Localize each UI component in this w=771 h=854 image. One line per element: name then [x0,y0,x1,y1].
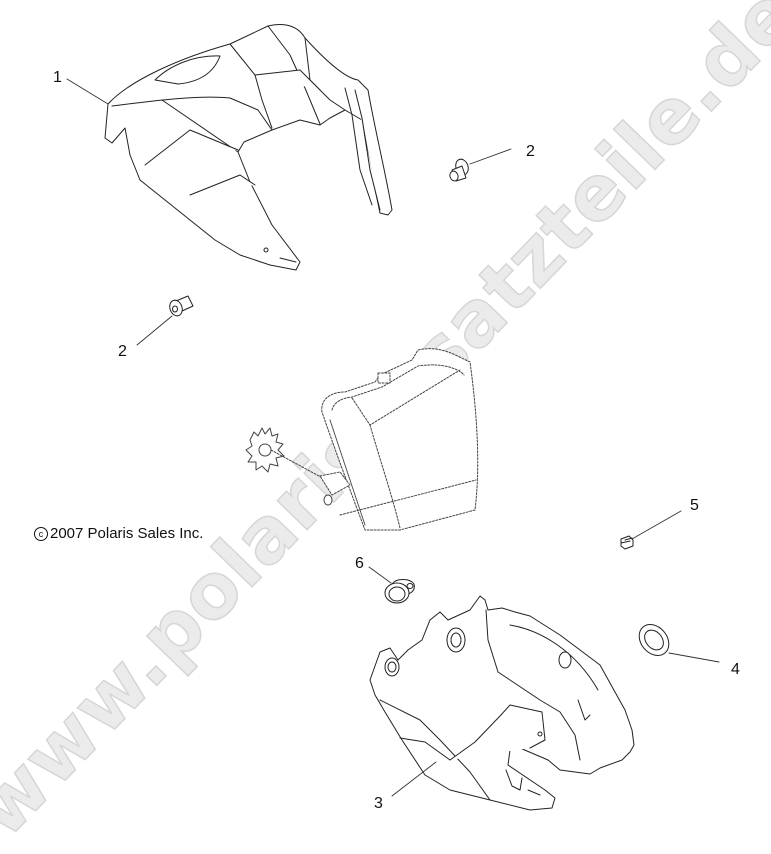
headlight-adjuster-gear [245,427,351,506]
leader-6 [368,566,392,584]
headlight-assembly [321,348,479,531]
part-6-plug-grommet[interactable] [384,579,415,604]
callout-label-2-lower[interactable]: 2 [118,343,127,360]
leader-4 [668,652,720,663]
callout-label-3[interactable]: 3 [374,795,383,812]
leader-2a [469,148,512,165]
callout-label-1[interactable]: 1 [53,69,62,86]
callout-label-6[interactable]: 6 [355,555,364,572]
part-5-clip-nut[interactable] [620,535,634,550]
part-4-grommet-ring[interactable] [633,619,675,662]
callout-label-4[interactable]: 4 [731,661,740,678]
leader-3 [391,761,437,797]
part-3-lower-housing[interactable] [369,595,635,811]
leader-2b [136,315,173,346]
part-2-screw-lower[interactable] [168,295,194,318]
copyright-text: 2007 Polaris Sales Inc. [50,525,204,542]
copyright-icon: c [34,527,48,541]
leader-5 [631,510,682,540]
leader-1 [66,78,109,105]
callout-label-5[interactable]: 5 [690,497,699,514]
part-2-screw-upper[interactable] [449,157,471,182]
callout-label-2-upper[interactable]: 2 [526,143,535,160]
parts-illustration [66,24,720,811]
part-1-upper-cover[interactable] [104,24,393,271]
callout-leader-lines [66,78,720,797]
